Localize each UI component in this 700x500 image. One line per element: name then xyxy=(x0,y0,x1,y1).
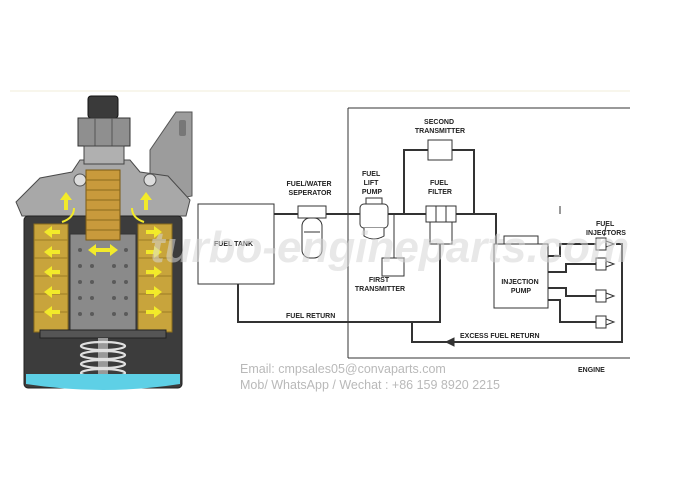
fuel-return-line xyxy=(237,244,441,323)
label-first-transmitter: FIRST TRANSMITTER xyxy=(355,277,405,293)
label-fuel-injectors: FUEL INJECTORS xyxy=(586,221,626,237)
fuel-filter-cutaway xyxy=(15,95,193,390)
fuel-schematic xyxy=(197,107,630,359)
watermark: turbo-engineparts.com xyxy=(150,223,629,272)
excess-fuel-return-line xyxy=(411,243,623,343)
fuel-lift-pump xyxy=(359,197,389,240)
engine-boundary xyxy=(347,107,630,359)
label-engine: ENGINE xyxy=(578,367,605,374)
label-fuel-filter: FUEL FILTER xyxy=(428,180,452,196)
label-excess-fuel-return: EXCESS FUEL RETURN xyxy=(460,333,540,340)
flow-arrows xyxy=(44,192,162,318)
first-transmitter xyxy=(381,257,405,277)
spring xyxy=(79,340,127,379)
second-transmitter xyxy=(427,139,453,161)
label-fuel-water-separator: FUEL/WATER SEPERATOR xyxy=(287,181,334,197)
injection-pump xyxy=(493,243,549,309)
label-fuel-tank: FUEL TANK xyxy=(214,241,253,248)
label-injection-pump: INJECTION PUMP xyxy=(501,279,540,295)
fuel-filter-schematic xyxy=(425,205,457,245)
label-fuel-return: FUEL RETURN xyxy=(286,313,335,320)
label-fuel-lift-pump: FUEL LIFT PUMP xyxy=(362,171,383,196)
threaded-stud xyxy=(85,169,121,241)
contact-phone: Mob/ WhatsApp / Wechat : +86 159 8920 22… xyxy=(240,378,501,392)
bleed-screw xyxy=(87,95,119,119)
fuel-tank xyxy=(197,203,275,285)
label-second-transmitter: SECOND TRANSMITTER xyxy=(415,119,465,135)
fuel-water-separator xyxy=(297,205,327,259)
water-sediment xyxy=(26,374,180,390)
fuel-injectors xyxy=(595,237,616,329)
contact-email: Email: cmpsales05@convaparts.com xyxy=(240,362,446,376)
